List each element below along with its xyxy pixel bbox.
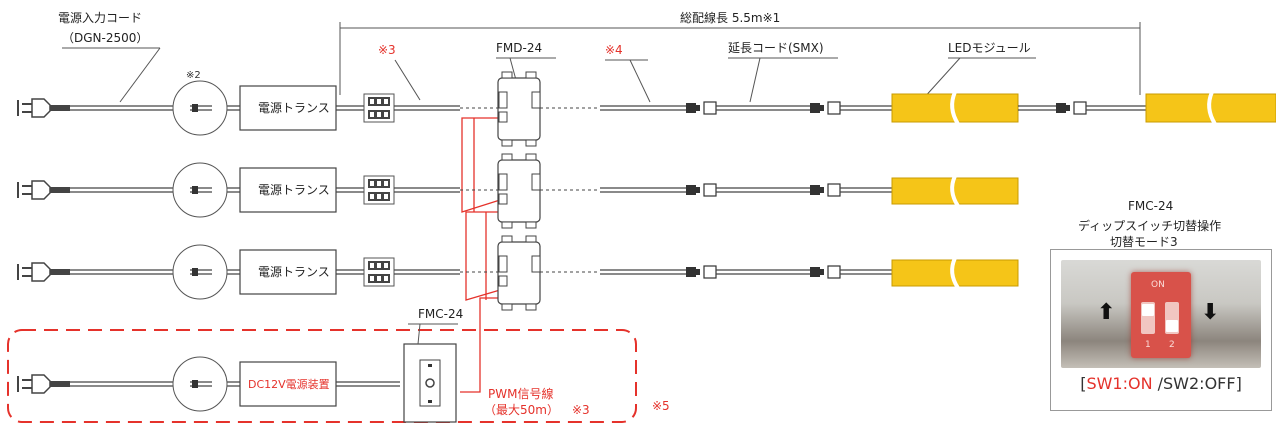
connector-icon [1055, 101, 1087, 115]
dip-switch-panel: ⬆ ON 1 2 ⬇ [SW1:ON /SW2:OFF] [1050, 249, 1272, 411]
transformer-label: 電源トランス [258, 265, 330, 279]
plug-icon [17, 180, 71, 200]
input-cord-callout: 電源入力コード （DGN-2500） [58, 11, 161, 103]
fmd-label: FMD-24 [496, 41, 542, 55]
dimmer-module-icon [497, 153, 541, 229]
pwm-label: PWM信号線 [488, 386, 553, 401]
circuit-row-4: DC12V電源装置 FMC-24 PWM信号線 （最大50m） ※3 [17, 307, 590, 423]
total-length-label: 総配線長 5.5m※1 [680, 10, 780, 25]
dip-on-label: ON [1151, 280, 1165, 290]
transformer-label: 電源トランス [258, 183, 330, 197]
input-cord-label: 電源入力コード [58, 11, 142, 25]
connector-icon [685, 183, 717, 197]
transformer-box [239, 167, 337, 213]
led-module-label: LEDモジュール [948, 41, 1031, 55]
circuit-row-1: 電源トランス [17, 71, 1276, 147]
ext-cord-label: 延長コード(SMX) [728, 41, 824, 55]
pwm-signal-wires [460, 117, 501, 393]
dip-sw1 [1141, 302, 1155, 334]
plug-icon [17, 374, 71, 394]
transformer-label: 電源トランス [258, 101, 330, 115]
dc-supply-box [239, 361, 337, 407]
note5-label: ※5 [652, 399, 670, 413]
dip-num-2: 2 [1169, 340, 1175, 350]
connector-icon [809, 183, 841, 197]
plug-icon [17, 98, 71, 118]
circuit-row-3: 電源トランス [17, 235, 1019, 311]
terminal-block-icon [363, 175, 395, 205]
dip-sw1-state: SW1:ON [1086, 374, 1153, 393]
controller-group-outline [7, 329, 637, 423]
dip-title-operation: ディップスイッチ切替操作 [1078, 218, 1221, 233]
dip-title-mode: 切替モード3 [1110, 235, 1178, 249]
note3-bottom-label: ※3 [572, 403, 590, 417]
connector-icon [809, 101, 841, 115]
down-arrow-icon: ⬇ [1201, 300, 1220, 325]
dip-sw2-state: /SW2:OFF] [1152, 374, 1242, 393]
transformer-box [239, 249, 337, 295]
dip-title-model: FMC-24 [1128, 199, 1173, 213]
dip-caption: [SW1:ON /SW2:OFF] [1080, 374, 1242, 393]
plug-icon [17, 262, 71, 282]
note4-label: ※4 [605, 43, 623, 57]
terminal-block-icon [363, 257, 395, 287]
dip-switch-photo: ⬆ ON 1 2 ⬇ [1061, 260, 1261, 368]
dip-sw2 [1165, 302, 1179, 334]
input-cord-model: （DGN-2500） [62, 31, 148, 45]
total-length-dimension: 総配線長 5.5m※1 [339, 10, 1141, 95]
note2-circle [172, 80, 228, 136]
dip-switch: ON 1 2 [1131, 272, 1191, 358]
circuit-row-2: 電源トランス [17, 153, 1019, 229]
fmc-label: FMC-24 [418, 307, 463, 321]
terminal-block-icon [363, 93, 395, 123]
transformer-box [239, 85, 337, 131]
connector-icon [809, 265, 841, 279]
up-arrow-icon: ⬆ [1097, 300, 1116, 325]
dc-supply-label: DC12V電源装置 [248, 377, 330, 391]
dimmer-module-icon [497, 71, 541, 147]
note2-label: ※2 [186, 70, 201, 81]
note3-top-label: ※3 [378, 43, 396, 57]
dip-num-1: 1 [1145, 340, 1151, 350]
connector-icon [685, 265, 717, 279]
dimmer-module-icon [497, 235, 541, 311]
pwm-length-label: （最大50m） [484, 403, 559, 417]
connector-icon [685, 101, 717, 115]
